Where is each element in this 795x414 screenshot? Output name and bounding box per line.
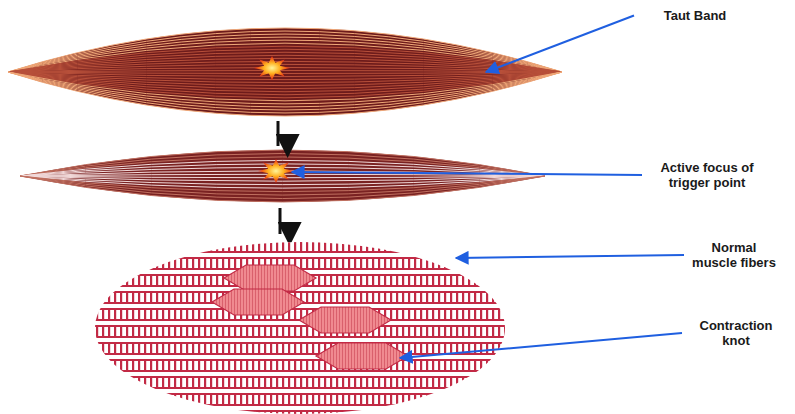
callout-label: Normal muscle fibers	[690, 240, 778, 270]
muscle-fiber-line	[20, 176, 545, 195]
muscle-fiber-line	[8, 72, 562, 113]
spindle-body	[20, 150, 545, 202]
muscle-fiber-line	[8, 61, 562, 72]
muscle-fiber-line	[8, 72, 562, 101]
spindle-body	[8, 28, 562, 116]
muscle-fiber-line	[8, 72, 562, 107]
muscle-fiber-line	[8, 58, 562, 72]
contraction-knot-shape	[299, 307, 391, 333]
contraction-knot-shape	[316, 343, 408, 369]
muscle-fiber-line	[20, 176, 545, 202]
callout-label: Active focus of trigger point	[648, 160, 766, 190]
muscle-fiber-line	[8, 72, 562, 110]
leader-line	[292, 172, 642, 175]
muscle-fiber-line	[20, 176, 545, 199]
leader-line	[400, 333, 682, 358]
muscle-fiber-line	[8, 34, 562, 72]
callout-label: Contraction knot	[688, 318, 784, 348]
muscle-fiber-line	[8, 31, 562, 72]
muscle-fiber-line	[8, 70, 562, 72]
muscle-fiber-line	[8, 37, 562, 72]
muscle-fiber-line	[8, 72, 562, 83]
leader-line	[456, 255, 684, 258]
trigger-starburst	[254, 56, 290, 80]
muscle-fiber-line	[8, 72, 562, 92]
muscle-fiber-line	[8, 72, 562, 98]
muscle-fiber-line	[8, 72, 562, 74]
trigger-starburst	[258, 159, 294, 183]
contraction-knot-shape	[212, 289, 304, 315]
muscle-fiber-line	[8, 72, 562, 104]
callout-label: Taut Band	[640, 8, 750, 23]
muscle-fiber-line	[8, 72, 562, 116]
down-arrow	[280, 208, 281, 234]
muscle-fiber-line	[8, 28, 562, 72]
fiber-cross-view	[90, 240, 510, 414]
leader-line	[486, 16, 634, 73]
down-arrow	[278, 121, 279, 146]
taut-band-spindle	[8, 28, 562, 116]
muscle-fiber-line	[8, 72, 562, 80]
muscle-fiber-line	[8, 72, 562, 89]
muscle-spindle	[20, 150, 545, 202]
contraction-knot-shape	[224, 265, 316, 291]
muscle-fiber-line	[20, 176, 545, 188]
muscle-fiber-line	[8, 55, 562, 72]
